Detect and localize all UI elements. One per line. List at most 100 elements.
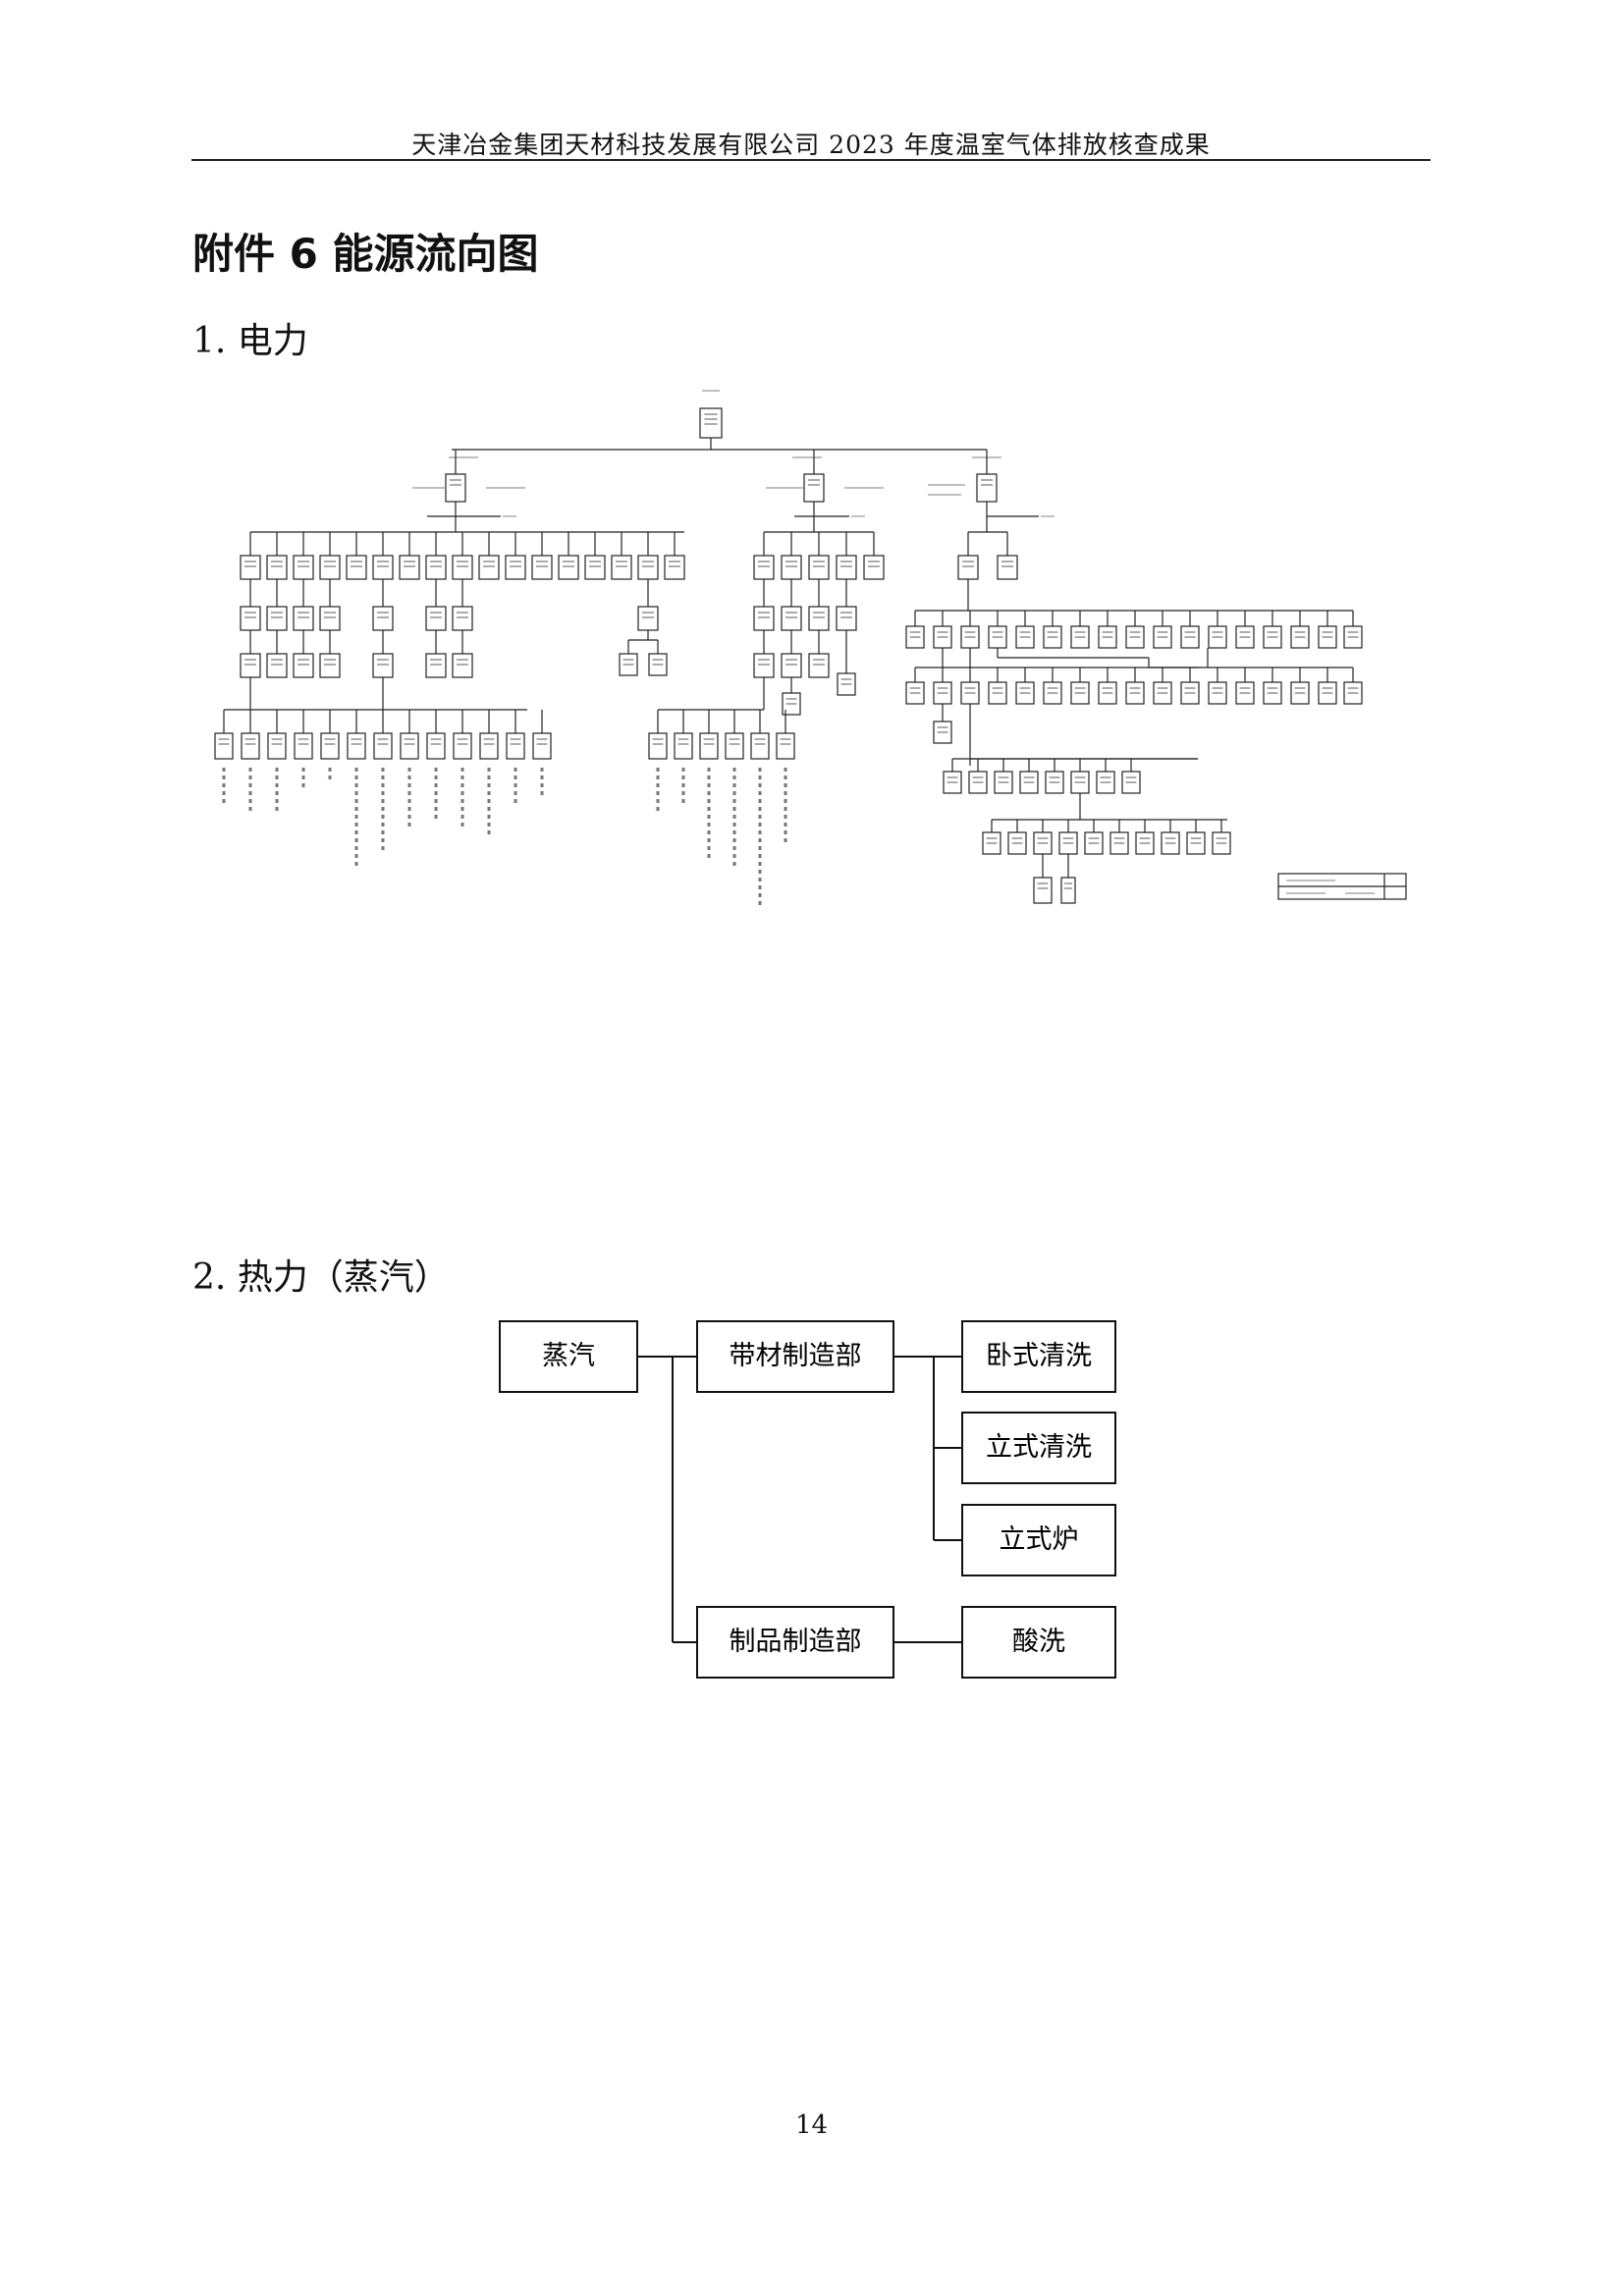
power-diagram-vertical-label-mark <box>407 791 411 795</box>
section-heading-electricity: 1. 电力 <box>192 321 308 361</box>
power-diagram-vertical-label-mark <box>758 878 762 881</box>
power-diagram-vertical-label-mark <box>354 823 358 827</box>
power-diagram-vertical-label-mark <box>732 830 736 834</box>
power-diagram-vertical-label-mark <box>784 823 787 827</box>
power-diagram-node-34 <box>425 653 447 678</box>
power-diagram-vertical-label-mark <box>248 807 252 811</box>
power-diagram-vertical-label-mark <box>354 830 358 834</box>
power-diagram-vertical-label-mark <box>758 830 762 834</box>
power-diagram-vertical-label-mark <box>407 799 411 803</box>
steam-connector-lines <box>637 1356 962 1643</box>
power-diagram-vertical-label-mark <box>487 775 491 779</box>
power-diagram-vertical-label-mark <box>784 768 787 772</box>
power-diagram-node-31 <box>293 653 314 678</box>
power-diagram-vertical-label-mark <box>758 854 762 858</box>
power-diagram-vertical-label-mark <box>784 807 787 811</box>
steam-flow-diagram: 蒸汽 带材制造部 制品制造部 卧式清洗 立式清洗 立式炉 酸洗 <box>499 1320 1116 1679</box>
page-header: 天津冶金集团天材科技发展有限公司 2023 年度温室气体排放核查成果 <box>411 131 1211 159</box>
power-diagram-vertical-label-mark <box>407 807 411 811</box>
power-diagram-vertical-label-mark <box>656 768 660 772</box>
power-diagram-node-72 <box>997 555 1018 580</box>
power-diagram-vertical-label-mark <box>354 783 358 787</box>
power-diagram-node-67 <box>699 732 719 760</box>
power-diagram-node-24 <box>319 606 341 631</box>
power-diagram-vertical-label-mark <box>381 783 385 787</box>
power-diagram-vertical-label-mark <box>732 815 736 819</box>
user-node-vertical-furnace: 立式炉 <box>961 1504 1116 1576</box>
user-node-pickling: 酸洗 <box>961 1606 1116 1679</box>
power-diagram-vertical-label-mark <box>460 775 464 779</box>
power-diagram-vertical-label-mark <box>732 807 736 811</box>
power-diagram-vertical-label-mark <box>758 791 762 795</box>
power-diagram-vertical-label-mark <box>381 768 385 772</box>
power-diagram-node-27 <box>452 606 473 631</box>
power-diagram-vertical-label-mark <box>732 783 736 787</box>
power-diagram-vertical-label-mark <box>758 862 762 866</box>
power-diagram-vertical-label-mark <box>434 815 438 819</box>
power-diagram-vertical-label-mark <box>301 768 305 772</box>
power-diagram-vertical-label-mark <box>275 799 279 803</box>
power-diagram-vertical-label-mark <box>707 846 711 850</box>
power-diagram-node-10 <box>399 555 420 580</box>
power-diagram-vertical-label-mark <box>732 838 736 842</box>
svg-text:酸洗: 酸洗 <box>1012 1627 1065 1657</box>
power-diagram-vertical-label-mark <box>514 799 517 803</box>
power-diagram-vertical-label-mark <box>758 838 762 842</box>
power-diagram-vertical-label-mark <box>381 830 385 834</box>
power-diagram-vertical-label-mark <box>540 768 544 772</box>
power-diagram-vertical-label-mark <box>784 775 787 779</box>
power-diagram-vertical-label-mark <box>681 768 685 772</box>
power-diagram-node-39 <box>241 732 260 760</box>
power-diagram-vertical-label-mark <box>681 799 685 803</box>
power-diagram-vertical-label-mark <box>514 775 517 779</box>
power-diagram-node-57 <box>781 606 802 631</box>
power-diagram-node-43 <box>347 732 366 760</box>
appendix-title: 附件 6 能源流向图 <box>192 230 539 278</box>
power-diagram-vertical-label-mark <box>222 768 226 772</box>
power-diagram-vertical-label-mark <box>381 838 385 842</box>
power-diagram-vertical-label-mark <box>434 783 438 787</box>
power-diagram-vertical-label-mark <box>275 768 279 772</box>
power-diagram-vertical-label-mark <box>381 815 385 819</box>
power-diagram-vertical-label-mark <box>707 815 711 819</box>
power-diagram-vertical-label-mark <box>434 807 438 811</box>
power-diagram-node-35 <box>452 653 473 678</box>
power-diagram-vertical-label-mark <box>248 799 252 803</box>
power-diagram-vertical-label-mark <box>656 783 660 787</box>
power-diagram-node-62 <box>808 653 830 678</box>
power-diagram-node-4 <box>240 555 261 580</box>
power-diagram-vertical-label-mark <box>460 815 464 819</box>
power-diagram-vertical-label-mark <box>248 768 252 772</box>
power-diagram-node-41 <box>294 732 313 760</box>
power-diagram-vertical-label-mark <box>487 768 491 772</box>
power-diagram-vertical-label-mark <box>354 815 358 819</box>
power-diagram-node-127 <box>1060 877 1076 904</box>
power-diagram-vertical-label-mark <box>707 830 711 834</box>
svg-text:卧式清洗: 卧式清洗 <box>986 1341 1092 1371</box>
svg-text:立式炉: 立式炉 <box>1000 1524 1079 1555</box>
power-diagram-vertical-label-mark <box>656 775 660 779</box>
power-diagram-vertical-label-mark <box>707 783 711 787</box>
user-node-vertical-cleaning: 立式清洗 <box>961 1412 1116 1484</box>
power-diagram-vertical-label-mark <box>540 791 544 795</box>
power-diagram-vertical-label-mark <box>707 823 711 827</box>
power-diagram-node-23 <box>293 606 314 631</box>
power-diagram-vertical-label-mark <box>354 862 358 866</box>
power-diagram-vertical-label-mark <box>328 768 332 772</box>
power-diagram-vertical-label-mark <box>354 854 358 858</box>
power-diagram-vertical-label-mark <box>381 823 385 827</box>
power-diagram-vertical-label-mark <box>707 807 711 811</box>
power-diagram-node-71 <box>957 555 979 580</box>
power-diagram-vertical-label-mark <box>514 783 517 787</box>
power-diagram-vertical-label-mark <box>487 823 491 827</box>
power-diagram-node-65 <box>648 732 668 760</box>
power-diagram-vertical-label-mark <box>656 791 660 795</box>
power-diagram-vertical-label-mark <box>732 768 736 772</box>
power-diagram-vertical-label-mark <box>707 768 711 772</box>
power-diagram-node-17 <box>584 555 606 580</box>
power-diagram-vertical-label-mark <box>275 775 279 779</box>
power-diagram-vertical-label-mark <box>514 791 517 795</box>
power-diagram-node-49 <box>506 732 525 760</box>
power-diagram-vertical-label-mark <box>758 901 762 905</box>
power-diagram-vertical-label-mark <box>275 807 279 811</box>
